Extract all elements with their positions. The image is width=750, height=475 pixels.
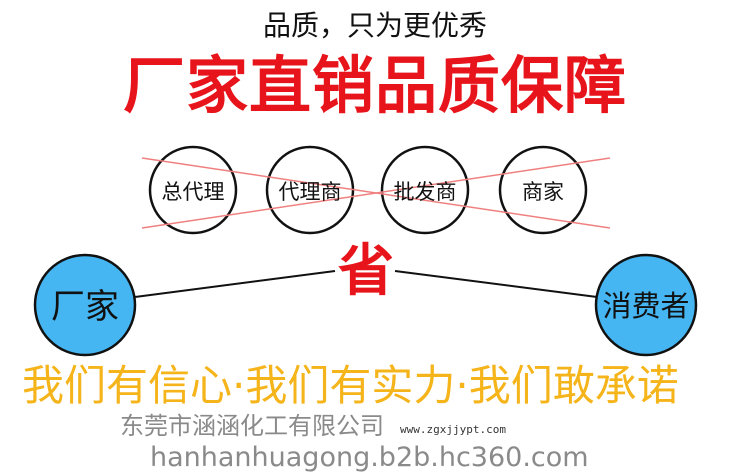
watermark-company: 东莞市涵涵化工有限公司: [120, 412, 384, 440]
factory-circle: [33, 253, 137, 357]
headline: 厂家直销品质保障: [122, 49, 627, 122]
consumer-label: 消费者: [602, 289, 689, 323]
circle-merchant: [498, 145, 588, 235]
consumer-circle: [594, 253, 698, 357]
watermark-site-large: hanhanhuagong.b2b.hc360.com: [150, 442, 589, 473]
slogan: 我们有信心·我们有实力·我们敢承诺: [22, 361, 679, 410]
circle-wholesaler: [380, 145, 470, 235]
middleman-label: 总代理: [162, 180, 225, 204]
middleman-label: 代理商: [279, 180, 342, 204]
factory-label: 厂家: [51, 287, 119, 327]
save-label: 省: [338, 239, 394, 304]
subtitle: 品质，只为更优秀: [262, 9, 487, 42]
connector-line-right: [394, 270, 598, 298]
middleman-label: 批发商: [394, 180, 457, 204]
connector-line-left: [134, 270, 336, 298]
watermark-site-small: www.zgxjjypt.com: [400, 423, 506, 436]
middleman-label: 商家: [522, 180, 564, 204]
cross-line-2: [141, 157, 611, 229]
circle-general-agent: [148, 145, 238, 235]
middlemen-circles: [148, 145, 588, 235]
